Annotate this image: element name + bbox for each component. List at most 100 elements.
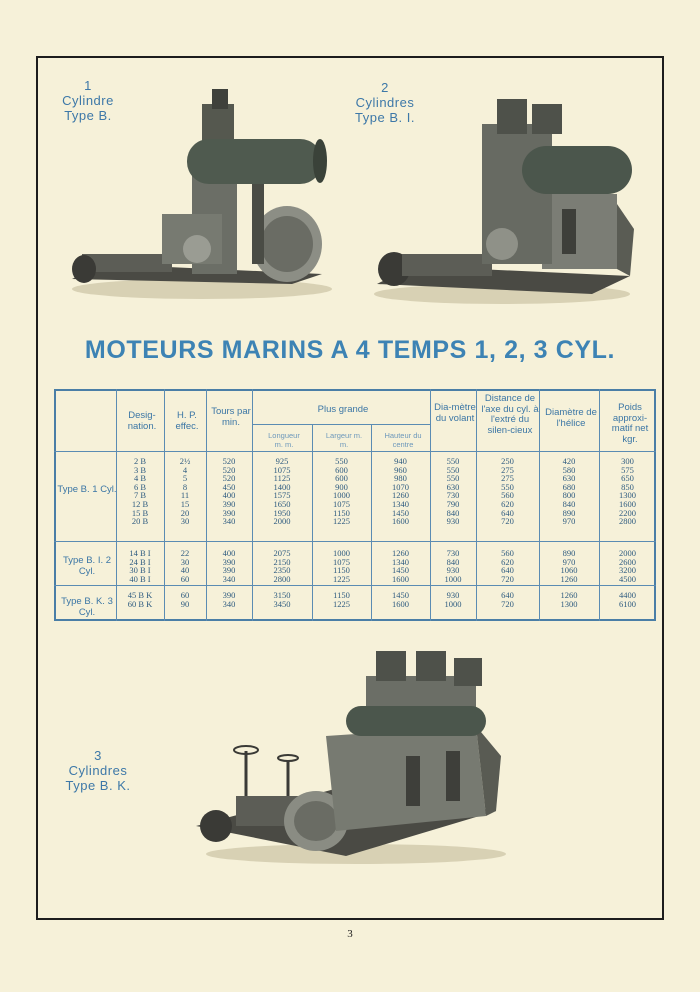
- caption-2-label: Cylindres: [355, 95, 415, 110]
- cell-hauteur: 1600: [392, 598, 409, 609]
- cell-tours: 400: [222, 490, 236, 501]
- cell-tours: 390: [222, 499, 236, 509]
- cell-diametre-helice: 580: [562, 464, 576, 475]
- caption-3-number: 3: [94, 748, 102, 763]
- cell-longueur: 1075: [273, 464, 291, 475]
- header-longueur: Longueur m. m.: [268, 431, 300, 449]
- table-grid: [54, 389, 656, 621]
- cell-hp: 30: [180, 556, 190, 567]
- cell-poids: 4400: [619, 590, 636, 600]
- cell-diametre-helice: 890: [562, 507, 576, 518]
- cell-tours: 520: [222, 464, 236, 475]
- cell-hauteur: 1600: [392, 516, 409, 527]
- cell-distance: 275: [501, 473, 514, 484]
- cell-tours: 520: [222, 473, 236, 484]
- cell-longueur: 1400: [273, 481, 291, 492]
- cell-hp: 4: [182, 464, 188, 475]
- cell-designation: 6 B: [133, 481, 147, 492]
- caption-2-type: Type B. I.: [355, 110, 415, 125]
- cell-distance: 560: [501, 490, 514, 501]
- cell-largeur: 1150: [333, 507, 350, 518]
- cell-largeur: 600: [335, 473, 348, 484]
- cell-designation: 45 B K: [127, 590, 153, 600]
- cell-designation: 4 B: [133, 473, 147, 484]
- cell-diametre-helice: 630: [562, 473, 576, 484]
- cell-largeur: 1225: [333, 573, 350, 584]
- cell-longueur: 2350: [273, 565, 291, 576]
- cell-hp: 30: [180, 516, 190, 527]
- cell-longueur: 1650: [273, 499, 291, 509]
- cell-largeur: 1150: [333, 565, 350, 576]
- cell-largeur: 900: [335, 481, 348, 492]
- cell-distance: 640: [501, 507, 514, 518]
- cell-hauteur: 940: [394, 456, 407, 466]
- cell-diametre-volant: 730: [446, 490, 460, 501]
- group-name-type-b: Type B. 1 Cyl.: [57, 484, 117, 495]
- cell-hauteur: 1260: [392, 548, 409, 558]
- cell-hp: 8: [182, 481, 188, 492]
- cell-diametre-helice: 1260: [560, 573, 578, 584]
- cell-diametre-volant: 550: [446, 464, 460, 475]
- cell-distance: 550: [501, 481, 514, 492]
- header-poids: Poids approxi-matif net kgr.: [611, 402, 649, 445]
- cell-distance: 560: [501, 548, 514, 558]
- cell-hp: 90: [180, 598, 190, 609]
- cell-tours: 520: [222, 456, 236, 466]
- cell-hp: 11: [180, 490, 190, 501]
- cell-largeur: 1075: [333, 556, 350, 567]
- page-title: MOTEURS MARINS A 4 TEMPS 1, 2, 3 CYL.: [84, 336, 616, 364]
- caption-1-type: Type B.: [64, 108, 112, 123]
- cell-poids: 1600: [619, 499, 636, 509]
- cell-diametre-helice: 680: [562, 481, 576, 492]
- cell-diametre-volant: 730: [446, 548, 460, 558]
- cell-longueur: 1575: [273, 490, 291, 501]
- cell-hauteur: 1450: [392, 565, 409, 576]
- cell-poids: 850: [621, 481, 634, 492]
- cell-hauteur: 1450: [392, 590, 409, 600]
- cell-hp: 40: [180, 565, 190, 576]
- cell-designation: 7 B: [133, 490, 147, 501]
- header-hauteur: Hauteur du centre: [384, 431, 422, 449]
- cell-hp: 2½: [179, 456, 191, 466]
- cell-distance: 620: [501, 556, 514, 567]
- cell-hauteur: 1600: [392, 573, 409, 584]
- cell-distance: 720: [501, 598, 514, 609]
- header-diametre-helice: Diamètre de l'hélice: [545, 407, 597, 429]
- cell-diametre-helice: 1060: [560, 565, 578, 576]
- caption-3-label: Cylindres: [68, 763, 128, 778]
- cell-distance: 620: [501, 499, 514, 509]
- cell-largeur: 1000: [333, 490, 350, 501]
- cell-designation: 40 B I: [129, 573, 151, 584]
- cell-diametre-helice: 1260: [560, 590, 578, 600]
- cell-hauteur: 1260: [392, 490, 409, 501]
- cell-poids: 2200: [619, 507, 636, 518]
- cell-longueur: 2000: [273, 516, 291, 527]
- cell-designation: 12 B: [131, 499, 149, 509]
- page-number: 3: [347, 928, 353, 940]
- cell-largeur: 600: [335, 464, 348, 475]
- engine-1-cylinder-illustration: [72, 89, 332, 299]
- cell-largeur: 1000: [333, 548, 350, 558]
- cell-diametre-helice: 800: [562, 490, 576, 501]
- cell-tours: 390: [222, 590, 236, 600]
- cell-tours: 390: [222, 565, 236, 576]
- cell-distance: 640: [501, 590, 514, 600]
- cell-diametre-helice: 890: [562, 548, 576, 558]
- cell-tours: 340: [222, 573, 236, 584]
- cell-designation: 3 B: [133, 464, 147, 475]
- cell-designation: 15 B: [131, 507, 149, 518]
- cell-hauteur: 1450: [392, 507, 409, 518]
- cell-largeur: 1225: [333, 516, 350, 527]
- cell-diametre-volant: 1000: [444, 573, 462, 584]
- cell-distance: 275: [501, 464, 514, 475]
- cell-longueur: 3150: [273, 590, 291, 600]
- cell-largeur: 550: [335, 456, 348, 466]
- cell-diametre-volant: 840: [446, 556, 460, 567]
- cell-diametre-volant: 930: [446, 565, 460, 576]
- cell-hauteur: 1070: [392, 481, 409, 492]
- cell-tours: 450: [222, 481, 236, 492]
- cell-longueur: 2150: [273, 556, 291, 567]
- cell-designation: 20 B: [131, 516, 149, 527]
- cell-longueur: 925: [275, 456, 289, 466]
- cell-distance: 720: [501, 573, 514, 584]
